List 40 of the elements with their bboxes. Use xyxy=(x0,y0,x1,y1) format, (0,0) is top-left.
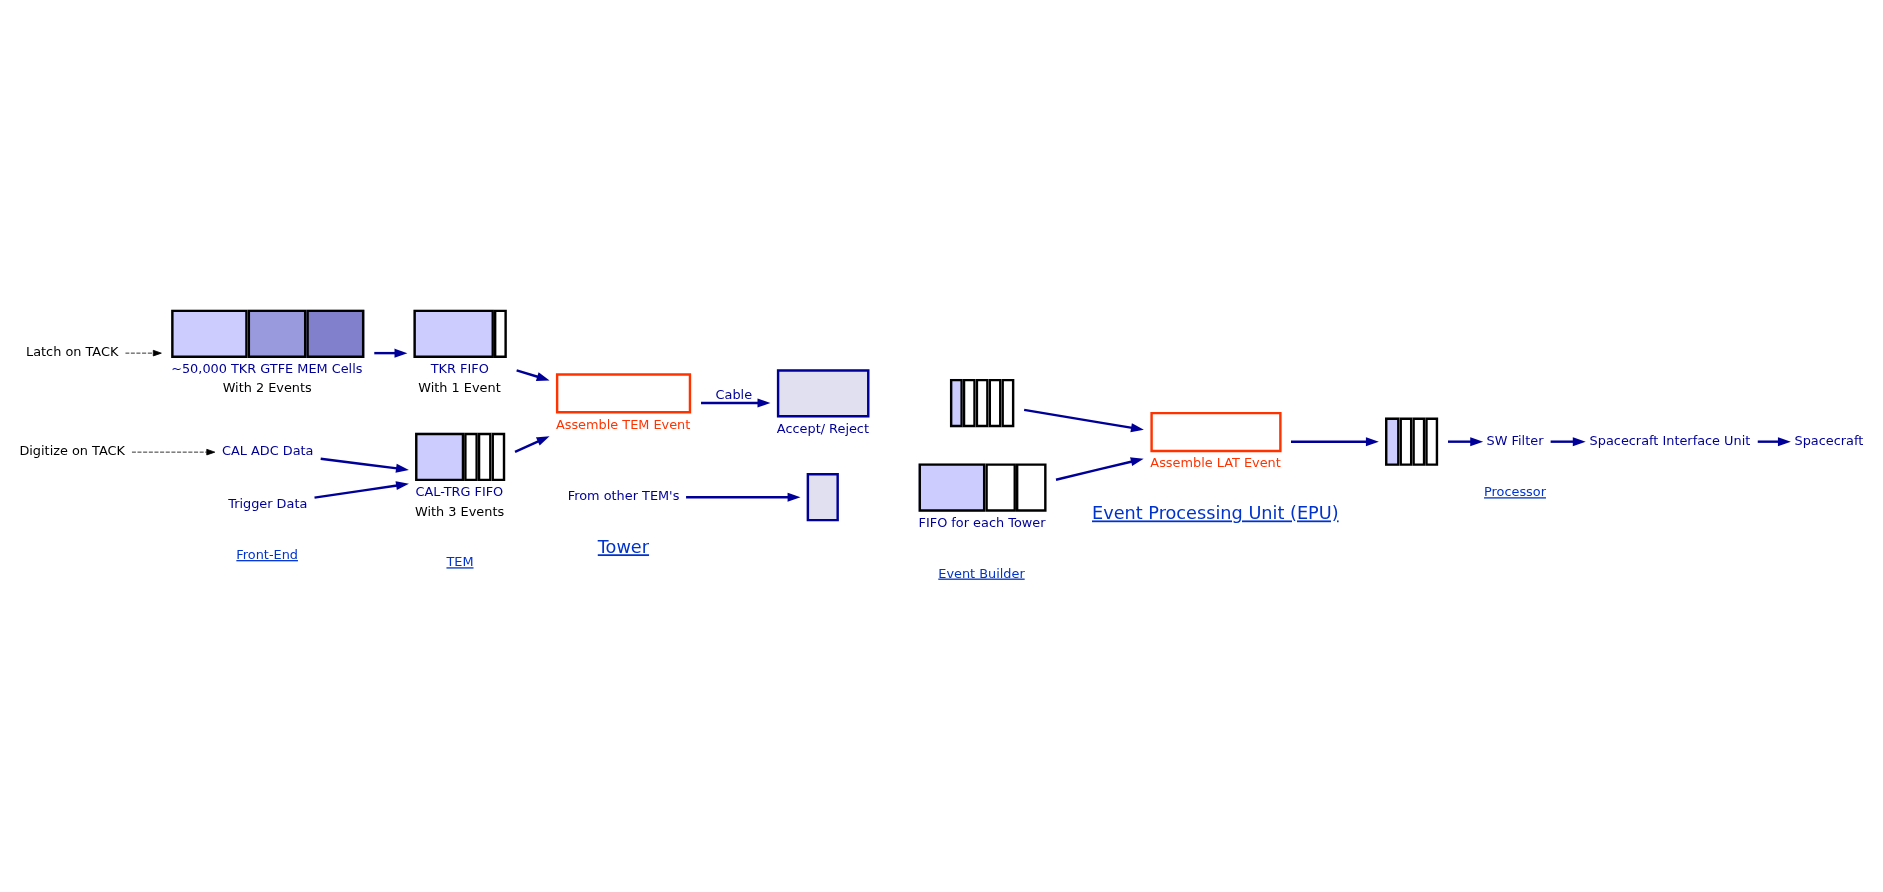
arrow xyxy=(1550,436,1586,446)
node-label: Assemble LAT Event xyxy=(1150,454,1281,470)
arrow xyxy=(1757,436,1791,446)
node-text: Trigger Data xyxy=(228,495,308,511)
arrow xyxy=(686,492,801,502)
arrow xyxy=(1291,436,1379,446)
label: TEM xyxy=(446,553,474,569)
edge-label: Cable xyxy=(715,386,753,402)
arrow xyxy=(514,435,550,453)
label: Front-End xyxy=(236,546,298,562)
arrow xyxy=(374,348,408,358)
arrow xyxy=(314,480,409,499)
node-text: Spacecraft xyxy=(1794,432,1864,448)
label: Event Builder xyxy=(938,565,1025,581)
node-text: CAL ADC Data xyxy=(222,442,314,458)
node-text: From other TEM's xyxy=(567,487,680,503)
node-label: Accept/ Reject xyxy=(776,420,870,436)
label: Tower xyxy=(597,536,650,557)
arrow xyxy=(1448,436,1484,446)
node-label: ~50,000 TKR GTFE MEM Cells xyxy=(171,360,363,376)
node-text: Digitize on TACK xyxy=(19,442,125,458)
arrow xyxy=(320,457,409,473)
arrow xyxy=(131,448,216,455)
node-label: Assemble TEM Event xyxy=(555,416,691,432)
node-label: With 3 Events xyxy=(415,503,505,519)
node-text: Latch on TACK xyxy=(25,343,119,359)
node-label: FIFO for each Tower xyxy=(918,514,1046,530)
node-text: SW Filter xyxy=(1486,432,1544,448)
arrow xyxy=(1055,456,1144,481)
arrow xyxy=(125,349,162,356)
node-label: With 1 Event xyxy=(418,379,501,395)
node-label: CAL-TRG FIFO xyxy=(415,483,504,499)
arrow xyxy=(701,398,771,408)
arrow xyxy=(1023,408,1144,432)
label: Processor xyxy=(1484,483,1546,499)
node-text: Spacecraft Interface Unit xyxy=(1589,432,1751,448)
node-label: With 2 Events xyxy=(222,379,312,395)
label: Event Processing Unit (EPU) xyxy=(1092,502,1339,523)
arrow xyxy=(516,368,550,381)
node-label: TKR FIFO xyxy=(430,360,489,376)
